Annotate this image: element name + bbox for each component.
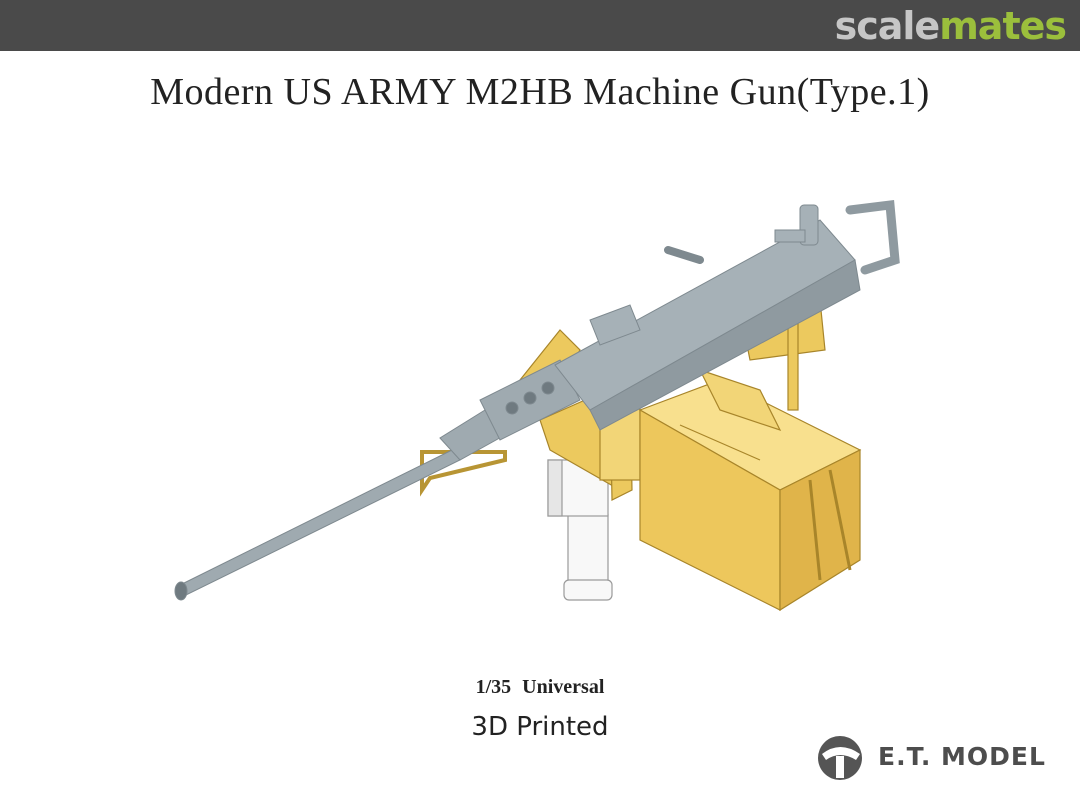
pedestal-post	[547, 459, 613, 601]
gun-receiver	[554, 199, 900, 431]
product-image	[160, 160, 920, 620]
process-label: 3D Printed	[471, 712, 609, 742]
brand-scale: scale	[834, 4, 941, 48]
ammo-box	[638, 368, 862, 612]
product-title: Modern US ARMY M2HB Machine Gun(Type.1)	[150, 71, 930, 113]
top-banner: scalemates	[0, 0, 1080, 51]
brand-mates: mates	[939, 4, 1067, 48]
scalemates-logo[interactable]: scalemates	[834, 4, 1067, 48]
gun-barrel	[174, 359, 581, 601]
maker-logo: E.T. MODEL	[816, 732, 1066, 784]
maker-name: E.T. MODEL	[878, 742, 1046, 771]
et-model-logo-icon	[818, 736, 862, 780]
scale-label: 1/35 Universal	[475, 676, 605, 698]
